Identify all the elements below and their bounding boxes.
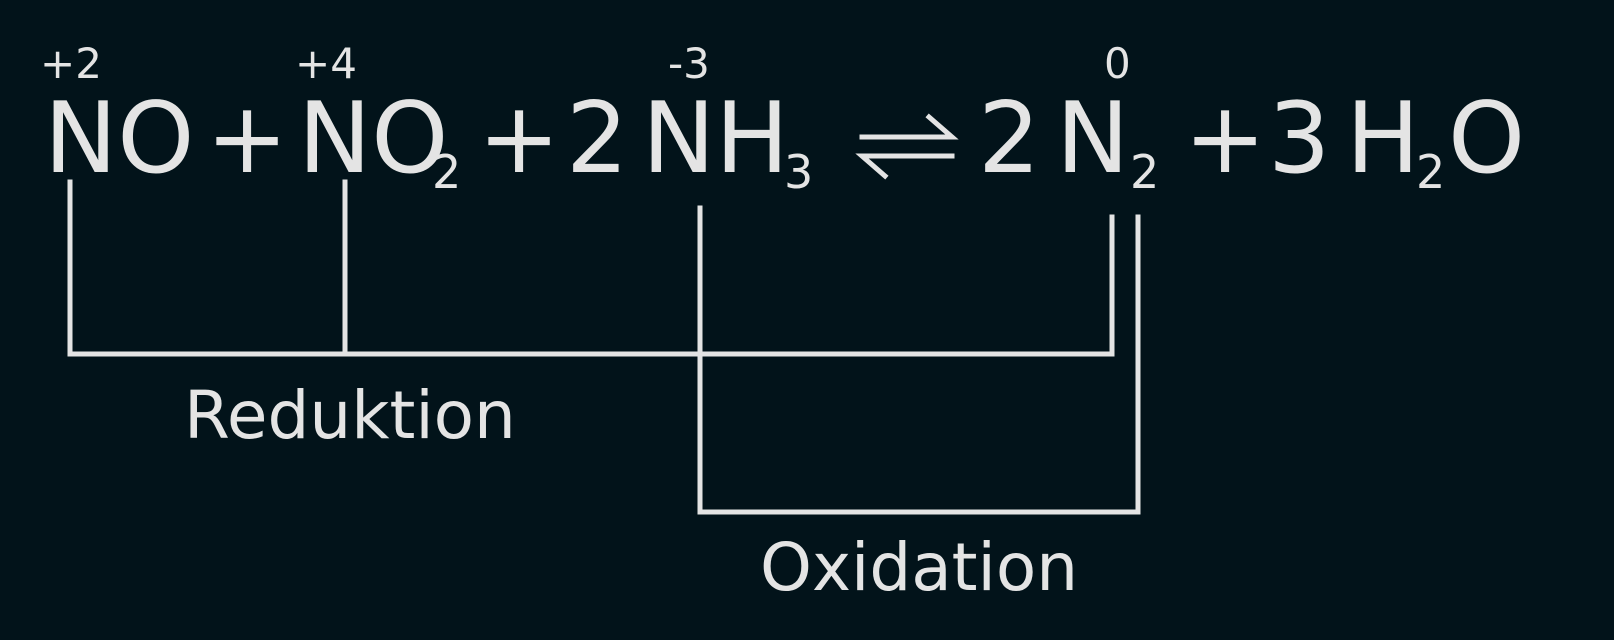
plus-sign-1: +: [206, 82, 288, 196]
reduction-label: Reduktion: [184, 377, 516, 454]
plus-sign-3: +: [1184, 82, 1266, 196]
oxidation-state-no2: +4: [295, 39, 357, 88]
species-nh3-subscript: 3: [784, 145, 813, 199]
equilibrium-arrow-icon: [855, 113, 959, 180]
oxidation-state-nh3: -3: [668, 39, 710, 88]
species-no2: NO: [298, 82, 448, 196]
species-h2o-subscript: 2: [1416, 145, 1445, 199]
coefficient-n2: 2: [978, 82, 1040, 196]
reduction-bracket: [67, 179, 1115, 357]
coefficient-h2o: 3: [1268, 82, 1330, 196]
oxidation-state-no: +2: [40, 39, 102, 88]
species-n2-subscript: 2: [1130, 145, 1159, 199]
species-n2: N: [1056, 82, 1129, 196]
coefficient-nh3: 2: [566, 82, 628, 196]
species-h2o-o: O: [1448, 82, 1525, 196]
species-nh3: NH: [642, 82, 789, 196]
oxidation-label: Oxidation: [760, 529, 1078, 606]
species-no2-subscript: 2: [432, 145, 461, 199]
species-h2o-h: H: [1346, 82, 1420, 196]
oxidation-bracket: [697, 205, 1141, 515]
plus-sign-2: +: [478, 82, 560, 196]
oxidation-state-n2: 0: [1104, 39, 1131, 88]
species-no: NO: [44, 82, 194, 196]
